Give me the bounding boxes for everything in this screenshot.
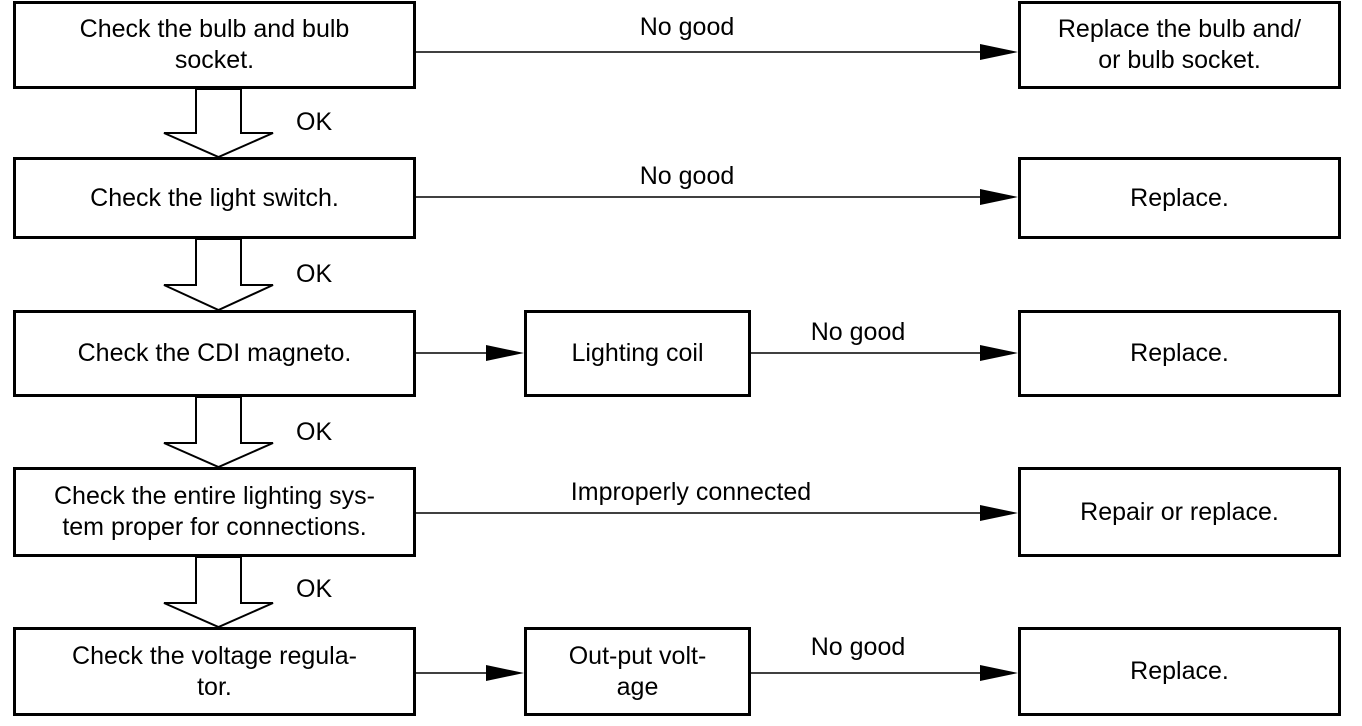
no-good-arrowhead-2 xyxy=(980,189,1018,205)
improperly-connected-arrowhead xyxy=(980,505,1018,521)
ok-label-1: OK xyxy=(296,108,333,136)
improperly-connected-label: Improperly connected xyxy=(570,478,812,506)
ok-down-arrow-2 xyxy=(163,238,274,312)
check-cdi-magneto-box: Check the CDI magneto. xyxy=(13,310,416,397)
no-good-label-1: No good xyxy=(639,13,735,41)
check-voltage-regulator-box: Check the voltage regula- tor. xyxy=(13,627,416,716)
ok-label-2: OK xyxy=(296,260,333,288)
lighting-coil-box: Lighting coil xyxy=(524,310,751,397)
no-good-label-2: No good xyxy=(639,162,735,190)
to-lighting-coil-arrowhead xyxy=(486,345,524,361)
no-good-label-3: No good xyxy=(810,318,906,346)
ok-label-3: OK xyxy=(296,418,333,446)
ok-down-arrow-4 xyxy=(163,556,274,629)
ok-label-4: OK xyxy=(296,575,333,603)
check-light-switch-box: Check the light switch. xyxy=(13,157,416,239)
no-good-arrowhead-3 xyxy=(980,345,1018,361)
to-output-voltage-arrowhead xyxy=(486,665,524,681)
no-good-arrowhead-1 xyxy=(980,44,1018,60)
ok-down-arrow-1 xyxy=(163,88,274,159)
no-good-label-5: No good xyxy=(810,633,906,661)
check-bulb-socket-box: Check the bulb and bulb socket. xyxy=(13,1,416,89)
no-good-arrowhead-5 xyxy=(980,665,1018,681)
output-voltage-box: Out-put volt- age xyxy=(524,627,751,716)
replace-box-3: Replace. xyxy=(1018,310,1341,397)
replace-box-5: Replace. xyxy=(1018,627,1341,716)
repair-or-replace-box: Repair or replace. xyxy=(1018,467,1341,557)
replace-box-2: Replace. xyxy=(1018,157,1341,239)
check-lighting-system-box: Check the entire lighting sys- tem prope… xyxy=(13,467,416,557)
replace-bulb-box: Replace the bulb and/ or bulb socket. xyxy=(1018,1,1341,89)
ok-down-arrow-3 xyxy=(163,396,274,469)
